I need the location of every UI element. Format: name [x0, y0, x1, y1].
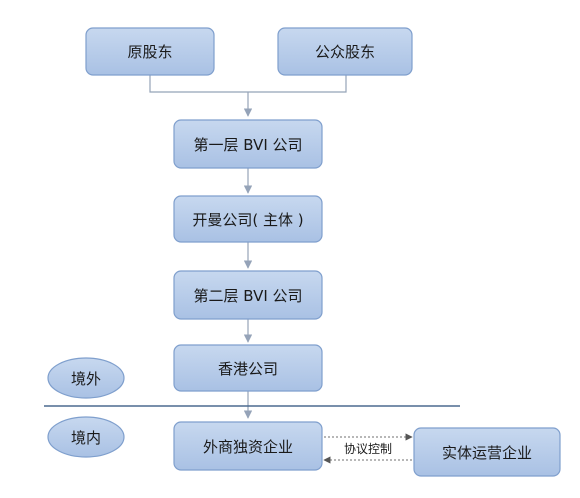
- node-public-shareholders: 公众股东: [277, 27, 413, 76]
- node-wfoe-label: 外商独资企业: [203, 438, 293, 456]
- agreement-control-arrows: [323, 433, 413, 464]
- node-kaiman: 开曼公司( 主体 ): [173, 195, 323, 243]
- node-kaiman-label: 开曼公司( 主体 ): [192, 211, 303, 229]
- node-operating: 实体运营企业: [413, 427, 561, 477]
- shareholder-connectors: [149, 75, 347, 117]
- node-hongkong: 香港公司: [173, 344, 323, 392]
- region-onshore: 境内: [47, 416, 125, 458]
- node-original-shareholders-label: 原股东: [127, 43, 172, 61]
- node-wfoe: 外商独资企业: [173, 421, 323, 471]
- node-public-shareholders-label: 公众股东: [315, 43, 375, 61]
- node-second-bvi-label: 第二层 BVI 公司: [193, 287, 302, 305]
- node-original-shareholders: 原股东: [85, 27, 215, 76]
- node-second-bvi: 第二层 BVI 公司: [173, 270, 323, 320]
- node-first-bvi-label: 第一层 BVI 公司: [193, 136, 302, 154]
- region-onshore-label: 境内: [71, 429, 101, 447]
- node-first-bvi: 第一层 BVI 公司: [173, 119, 323, 169]
- node-operating-label: 实体运营企业: [442, 444, 532, 462]
- agreement-control-label: 协议控制: [344, 441, 392, 456]
- node-hongkong-label: 香港公司: [218, 360, 278, 378]
- region-offshore-label: 境外: [71, 370, 101, 388]
- region-offshore: 境外: [47, 357, 125, 399]
